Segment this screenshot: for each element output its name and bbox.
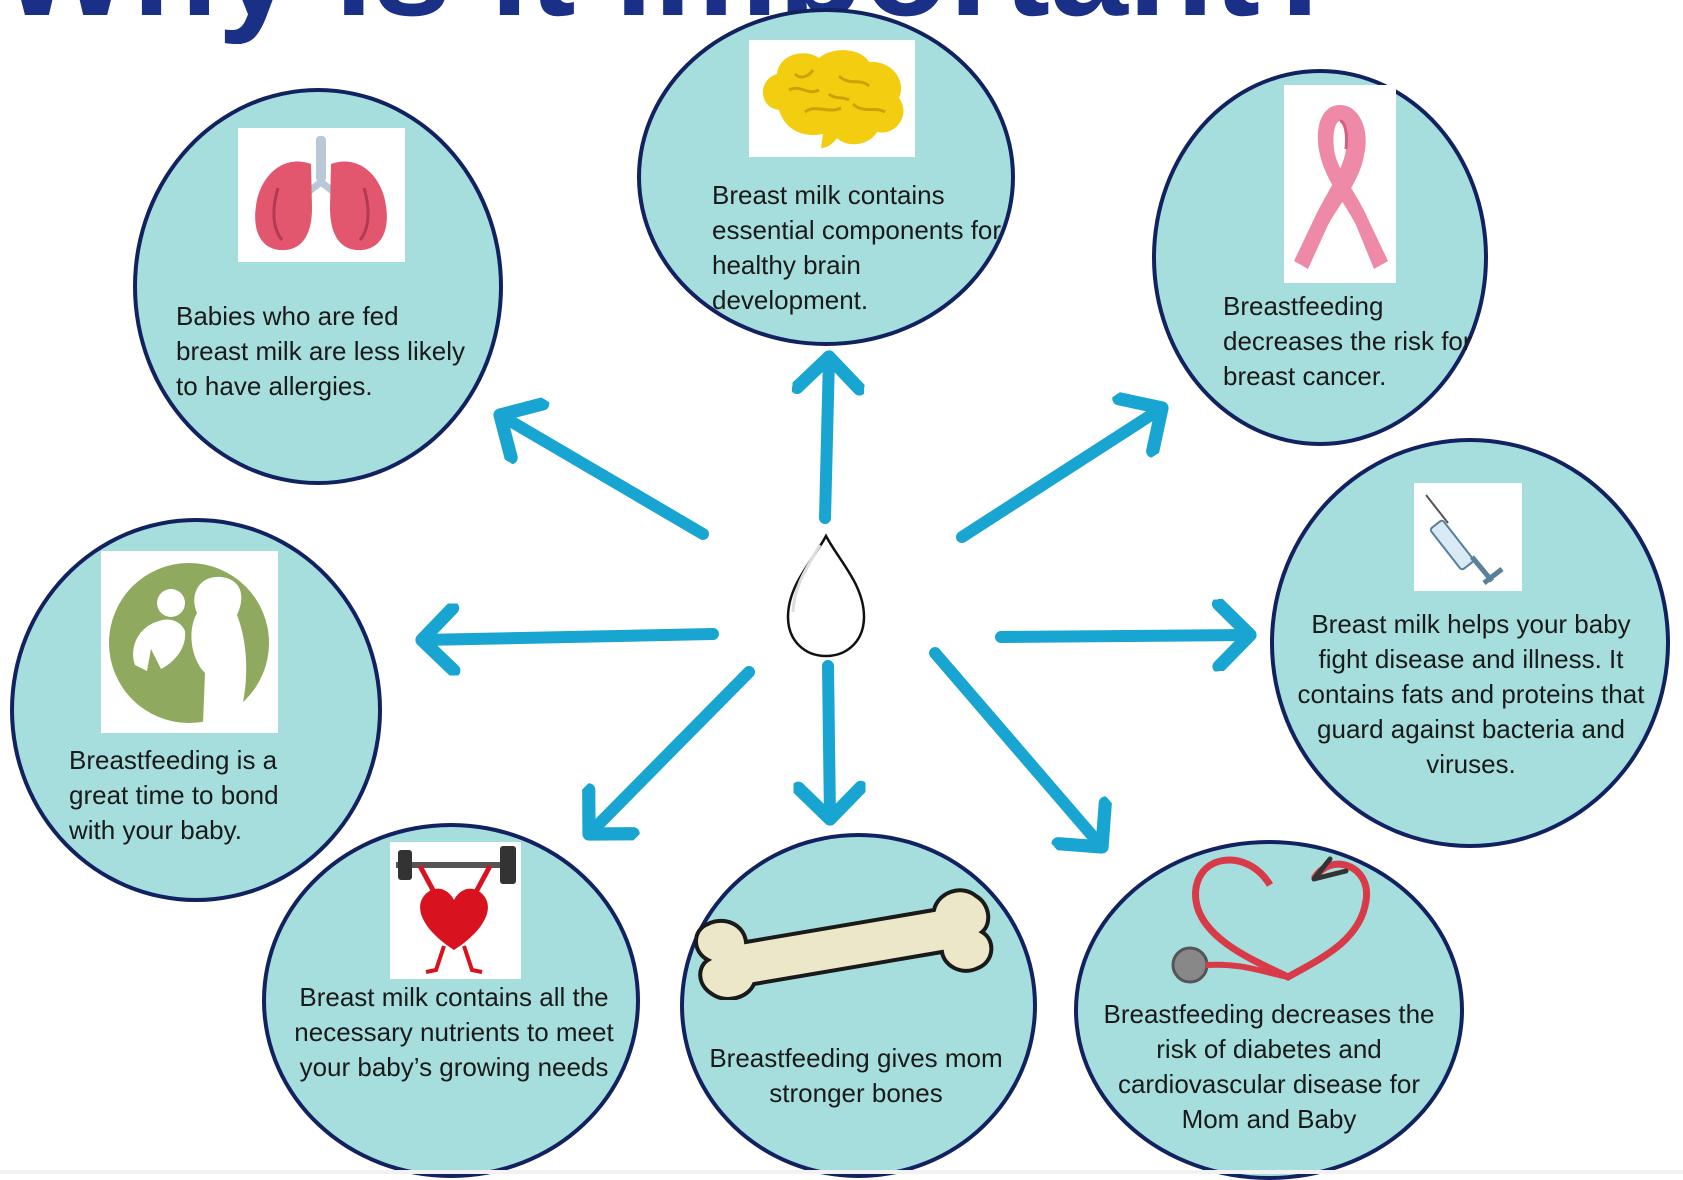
mother-baby-icon — [101, 551, 278, 733]
heart-weightlifter-icon — [390, 842, 521, 979]
benefit-text-cancer: Breastfeeding decreases the risk for bre… — [1223, 289, 1483, 394]
pink-ribbon-icon — [1284, 85, 1396, 283]
arrow-to-bonding — [422, 634, 713, 640]
arrow-to-nutrients — [589, 672, 749, 834]
arrow-to-heart — [935, 653, 1102, 847]
arrow-to-cancer — [962, 408, 1162, 537]
arrow-to-allergies — [500, 415, 703, 534]
benefit-text-brain: Breast milk contains essential component… — [712, 178, 1002, 318]
brain-icon — [749, 40, 915, 157]
lungs-icon — [238, 128, 405, 262]
footer-strip — [0, 1170, 1683, 1174]
syringe-icon — [1414, 483, 1522, 591]
benefit-text-bones: Breastfeeding gives mom stronger bones — [683, 1041, 1029, 1111]
benefit-text-immunity: Breast milk helps your baby fight diseas… — [1291, 607, 1651, 782]
benefit-text-nutrients: Breast milk contains all the necessary n… — [288, 980, 620, 1085]
stethoscope-heart-icon — [1150, 845, 1390, 995]
arrow-to-brain — [825, 357, 829, 518]
arrow-to-bones — [828, 666, 830, 819]
benefit-text-heart: Breastfeeding decreases the risk of diab… — [1094, 997, 1444, 1137]
milk-drop-icon — [788, 536, 864, 656]
bone-icon — [686, 880, 1004, 1000]
arrow-to-immunity — [1001, 635, 1250, 637]
benefit-text-bonding: Breastfeeding is a great time to bond wi… — [69, 743, 319, 848]
benefit-text-allergies: Babies who are fed breast milk are less … — [176, 299, 476, 404]
